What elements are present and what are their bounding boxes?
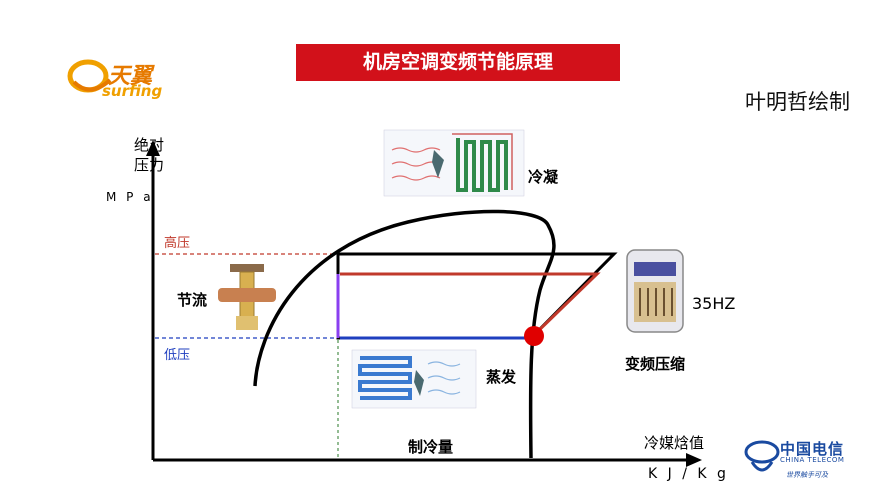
y-axis-unit: M P a xyxy=(106,190,154,204)
brand-name-en: surfing xyxy=(102,82,163,100)
throttle-label: 节流 xyxy=(177,291,208,309)
state-point xyxy=(524,326,544,346)
surfing-logo-icon xyxy=(67,59,112,93)
cycle-red xyxy=(340,272,601,338)
expansion-valve-icon xyxy=(218,264,276,330)
high-pressure-label: 高压 xyxy=(164,236,191,251)
evaporate-label: 蒸发 xyxy=(486,368,517,386)
low-pressure-label: 低压 xyxy=(164,348,191,363)
compressor-label: 变频压缩 xyxy=(625,355,686,373)
x-axis-label: 冷媒焓值 xyxy=(644,434,705,452)
saturation-curve xyxy=(253,209,556,459)
compressor-icon xyxy=(626,249,684,333)
axes xyxy=(146,140,702,467)
china-telecom-logo-icon xyxy=(744,440,780,472)
x-axis-unit: K J / K g xyxy=(648,466,729,482)
evaporator-icon xyxy=(351,349,477,409)
condense-label: 冷凝 xyxy=(528,168,559,186)
brand-name-cn: 天翼 xyxy=(108,64,153,89)
page-title: 机房空调变频节能原理 xyxy=(296,44,620,81)
telecom-slogan: 世界触手可及 xyxy=(786,471,828,479)
telecom-name-en: CHINA TELECOM xyxy=(780,456,845,464)
y-axis-label-line1: 绝对 xyxy=(134,136,165,154)
frequency-label: 35HZ xyxy=(692,294,736,313)
author-credit: 叶明哲绘制 xyxy=(745,90,850,114)
cooling-capacity-label: 制冷量 xyxy=(408,438,454,456)
telecom-name-cn: 中国电信 xyxy=(780,440,845,458)
condenser-icon xyxy=(383,129,525,197)
y-axis-label-line2: 压力 xyxy=(134,156,165,174)
